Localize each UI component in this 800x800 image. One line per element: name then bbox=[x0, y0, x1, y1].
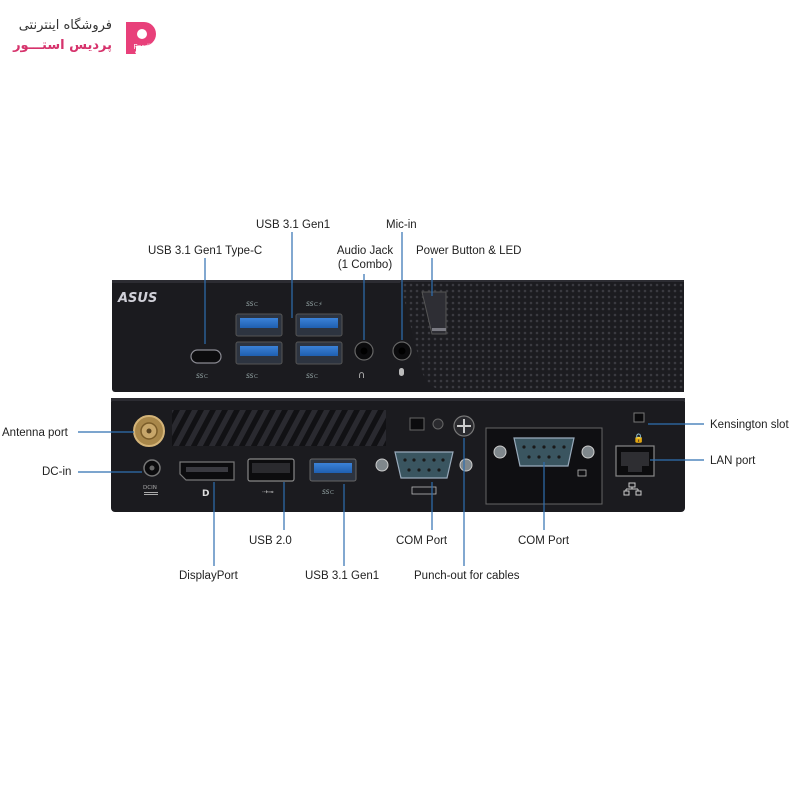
mic-icon bbox=[399, 368, 404, 376]
svg-text:SS⊂: SS⊂ bbox=[322, 489, 334, 496]
store-name-line2: پردیس استـــور bbox=[13, 38, 112, 53]
asus-logo: ASUS bbox=[117, 291, 157, 306]
label-usb31-type-c: USB 3.1 Gen1 Type-C bbox=[148, 245, 263, 257]
label-mic-in: Mic-in bbox=[386, 219, 417, 231]
svg-text:🔒: 🔒 bbox=[633, 433, 644, 444]
svg-text:∩: ∩ bbox=[358, 370, 365, 381]
label-displayport: DisplayPort bbox=[179, 570, 238, 582]
label-power-button: Power Button & LED bbox=[416, 245, 522, 257]
label-punch-out: Punch-out for cables bbox=[414, 570, 520, 582]
label-kensington-slot: Kensington slot bbox=[710, 419, 789, 431]
label-audio-jack-line2: (1 Combo) bbox=[337, 259, 393, 271]
front-panel: ASUS SS⊂ SS⊂ SS⊂⚡ SS⊂ SS⊂ ∩ bbox=[112, 280, 684, 392]
label-lan-port: LAN port bbox=[710, 455, 756, 467]
com-port-2 bbox=[493, 437, 595, 477]
store-logo: فروشگاه اینترنتی پردیس استـــور Pardis S… bbox=[10, 14, 160, 60]
front-usb-ports: SS⊂ SS⊂⚡ SS⊂ SS⊂ bbox=[235, 301, 343, 380]
store-name-line1: فروشگاه اینترنتی bbox=[18, 18, 112, 33]
label-dc-in: DC-in bbox=[42, 466, 72, 478]
kensington-lock bbox=[633, 412, 645, 423]
svg-text:SS⊂⚡: SS⊂⚡ bbox=[306, 301, 323, 308]
label-usb20: USB 2.0 bbox=[249, 535, 292, 547]
label-audio-jack: Audio Jack (1 Combo) bbox=[330, 244, 400, 272]
callout-lines bbox=[78, 232, 704, 566]
power-button bbox=[421, 291, 447, 335]
label-usb31-gen1-bottom: USB 3.1 Gen1 bbox=[305, 570, 380, 582]
label-com-port-2: COM Port bbox=[518, 535, 570, 547]
dcin-marking: DCIN bbox=[143, 485, 157, 491]
back-panel: DCIN D ⇢⊸ SS⊂ bbox=[111, 398, 685, 512]
network-icon bbox=[623, 482, 642, 496]
svg-text:SS⊂: SS⊂ bbox=[246, 373, 258, 380]
label-usb31-gen1-top: USB 3.1 Gen1 bbox=[256, 219, 331, 231]
svg-text:SS⊂: SS⊂ bbox=[306, 373, 318, 380]
svg-text:D: D bbox=[202, 489, 209, 499]
label-com-port-1: COM Port bbox=[396, 535, 448, 547]
store-mark-text: Pardis Store bbox=[133, 43, 155, 58]
store-mark-icon bbox=[126, 22, 156, 54]
svg-text:⇢⊸: ⇢⊸ bbox=[262, 488, 274, 496]
svg-text:SS⊂: SS⊂ bbox=[196, 373, 208, 380]
label-audio-jack-line1: Audio Jack bbox=[336, 245, 394, 257]
label-antenna-port: Antenna port bbox=[2, 427, 68, 439]
svg-text:SS⊂: SS⊂ bbox=[246, 301, 258, 308]
com-port-1 bbox=[375, 451, 473, 495]
usb-type-c-port bbox=[190, 349, 222, 364]
